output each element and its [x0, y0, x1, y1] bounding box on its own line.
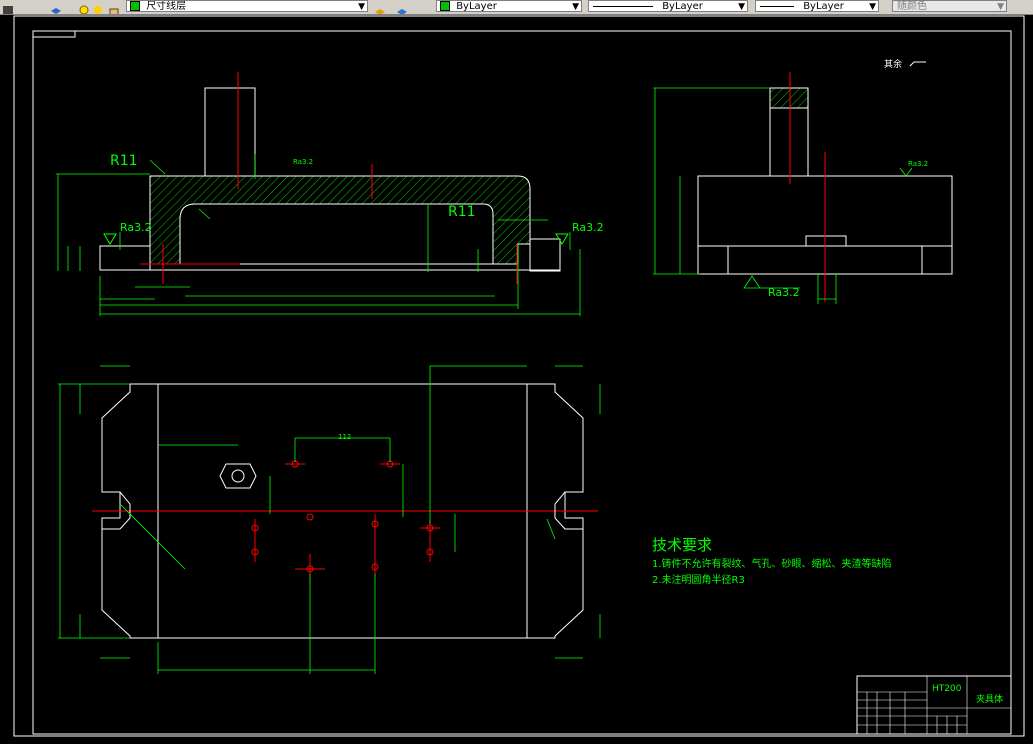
- linetype-value: ByLayer: [662, 1, 703, 12]
- roughness-small-side: Ra3.2: [908, 160, 928, 168]
- tech-line-1: 1.铸件不允许有裂纹、气孔、砂眼、缩松、夹渣等缺陷: [652, 557, 892, 570]
- color-dropdown[interactable]: ByLayer ▼: [436, 0, 582, 12]
- locating-post: [204, 87, 256, 177]
- left-foot: [99, 245, 151, 271]
- right-foot: [529, 238, 561, 272]
- lineweight-sample: [760, 5, 794, 7]
- plotstyle-value: 随颜色: [897, 1, 927, 12]
- roughness-symbol: [555, 233, 569, 245]
- radius-label-right: R11: [448, 204, 476, 220]
- layer-manager-icon[interactable]: [2, 1, 14, 14]
- layer-color-swatch: [130, 1, 140, 11]
- lock-icon[interactable]: [108, 1, 120, 14]
- sheet-outer-border: [13, 15, 1025, 737]
- properties-toolbar: 尺寸线层 ▼ ByLayer ▼ ByLayer ▼ ByLayer ▼ 随颜色…: [0, 0, 1033, 15]
- sun-icon[interactable]: [92, 1, 104, 14]
- layer-dropdown[interactable]: 尺寸线层 ▼: [126, 0, 368, 12]
- drawing-svg: R11 R11 Ra3.2 Ra3.2 Ra3.2 Ra3.2: [13, 15, 1025, 737]
- title-block: HT200 夹具体: [856, 675, 1012, 735]
- lightbulb-icon[interactable]: [78, 1, 90, 14]
- chevron-down-icon: ▼: [997, 2, 1004, 12]
- make-current-icon[interactable]: [374, 1, 386, 14]
- radius-label-left: R11: [110, 153, 138, 169]
- color-swatch: [440, 1, 450, 11]
- roughness-label-left: Ra3.2: [120, 221, 152, 234]
- surface-note-symbol: [909, 61, 926, 67]
- chevron-down-icon: ▼: [738, 2, 745, 12]
- linetype-dropdown[interactable]: ByLayer ▼: [588, 0, 748, 12]
- chevron-down-icon: ▼: [869, 2, 876, 12]
- chevron-down-icon: ▼: [358, 2, 365, 12]
- lineweight-value: ByLayer: [803, 1, 844, 12]
- corner-tag: [32, 30, 76, 38]
- layer-states-icon[interactable]: [50, 1, 62, 14]
- lineweight-dropdown[interactable]: ByLayer ▼: [755, 0, 879, 12]
- top-view: 112: [58, 365, 601, 674]
- roughness-small-front: Ra3.2: [293, 158, 313, 166]
- hex-nut: [219, 463, 257, 489]
- roughness-symbol: [103, 233, 117, 245]
- front-section-view: R11 R11 Ra3.2 Ra3.2: [56, 72, 604, 316]
- sheet-inner-border: [32, 30, 1012, 735]
- linetype-sample: [593, 5, 653, 7]
- drawing-canvas[interactable]: R11 R11 Ra3.2 Ra3.2 Ra3.2 Ra3.2: [0, 14, 1033, 740]
- technical-requirements: 技术要求 1.铸件不允许有裂纹、气孔、砂眼、缩松、夹渣等缺陷 2.未注明圆角半径…: [652, 536, 892, 586]
- dimension-112: 112: [338, 433, 351, 441]
- roughness-label-side: Ra3.2: [768, 286, 800, 299]
- layer-name: 尺寸线层: [146, 1, 187, 12]
- part-name: 夹具体: [976, 693, 1003, 705]
- material-label: HT200: [932, 684, 962, 694]
- chevron-down-icon: ▼: [572, 2, 579, 12]
- tech-title: 技术要求: [652, 536, 712, 554]
- roughness-label-right: Ra3.2: [572, 221, 604, 234]
- layer-previous-icon[interactable]: [396, 1, 408, 14]
- side-view: Ra3.2 Ra3.2 其余: [653, 58, 953, 304]
- tech-line-2: 2.未注明圆角半径R3: [652, 573, 745, 586]
- hatched-body: [149, 175, 531, 265]
- color-value: ByLayer: [456, 1, 497, 12]
- surface-note: 其余: [884, 58, 902, 70]
- plotstyle-dropdown[interactable]: 随颜色 ▼: [892, 0, 1007, 12]
